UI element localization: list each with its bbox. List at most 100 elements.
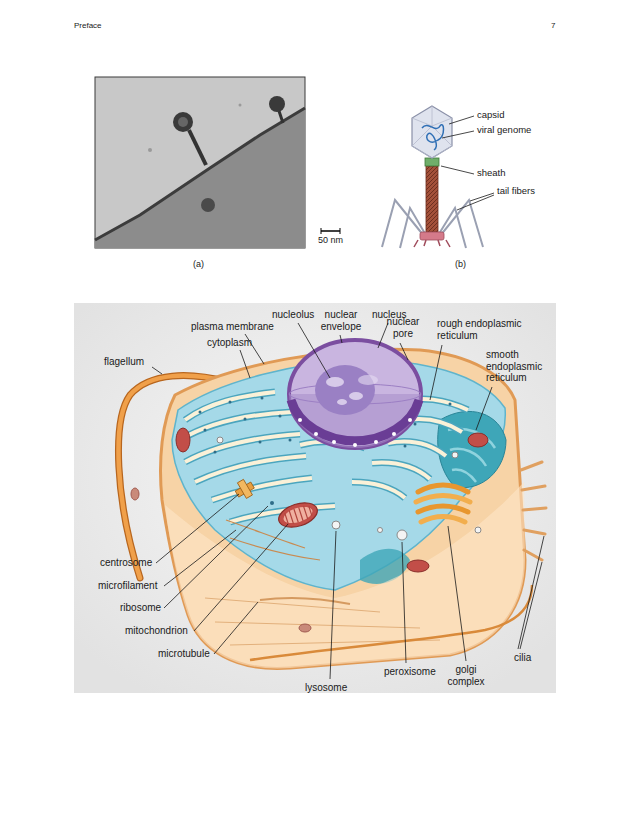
- cell-front-face: [165, 482, 525, 668]
- part-label: tail fibers: [497, 186, 535, 197]
- bacteriophage: [437, 208, 466, 248]
- ribosome-dots: [449, 403, 452, 406]
- ribosome-dots: [259, 441, 262, 444]
- nucleus-drawing: [298, 418, 302, 422]
- panel-letter: (a): [193, 259, 204, 269]
- bacteriophage: [412, 106, 452, 158]
- vesicles: [397, 530, 407, 540]
- leader-line: [449, 116, 474, 124]
- leader-line: [330, 531, 336, 679]
- vesicles: [217, 437, 223, 443]
- ribosome-dots: [199, 411, 202, 414]
- mitochondria: [176, 428, 190, 452]
- endoplasmic-reticulum: [388, 442, 446, 456]
- ribosome-dots: [214, 451, 217, 454]
- bacteriophage: [422, 125, 444, 150]
- micrograph: [95, 77, 305, 248]
- leader-line: [152, 116, 544, 679]
- part-label: smooth endoplasmic reticulum: [486, 349, 550, 384]
- page-number: 7: [551, 21, 555, 30]
- leader-line: [214, 602, 258, 654]
- cell-front-face: [165, 482, 525, 668]
- mitochondria: [131, 428, 488, 632]
- part-label: centrosome: [100, 557, 152, 569]
- nucleus-drawing: [314, 432, 318, 436]
- ribosome-dots: [270, 501, 274, 505]
- micrograph: [95, 77, 305, 248]
- scale-bar: [321, 230, 340, 232]
- centrosome-drawing: [232, 477, 257, 502]
- golgi-complex-drawing: [421, 517, 465, 523]
- leader-line: [378, 323, 388, 348]
- part-label: lysosome: [305, 682, 347, 694]
- micrograph: [148, 148, 152, 152]
- micrograph: [189, 130, 206, 165]
- part-label: plasma membrane: [191, 321, 274, 333]
- bacteriophage: [400, 208, 427, 248]
- mitochondria: [282, 504, 315, 527]
- endoplasmic-reticulum: [372, 463, 430, 479]
- cell-body: [161, 349, 525, 668]
- micrograph: [269, 96, 285, 112]
- scale-label: 50 nm: [318, 235, 343, 245]
- leader-line: [164, 506, 268, 608]
- bacteriophage: [425, 158, 439, 166]
- endoplasmic-reticulum: [372, 463, 430, 479]
- ribosome-dots: [289, 439, 292, 442]
- vesicles: [217, 437, 481, 540]
- leader-line: [340, 335, 342, 343]
- vesicles: [475, 527, 481, 533]
- microfilament-lines: [230, 538, 320, 560]
- ribosome-dots: [261, 397, 264, 400]
- part-label: microtubule: [158, 648, 210, 660]
- centrosome-drawing: [237, 479, 252, 498]
- nucleus-drawing: [337, 399, 347, 405]
- vesicles: [332, 521, 340, 529]
- panel-letter: (b): [455, 259, 466, 269]
- leader-line: [430, 345, 442, 400]
- part-label: flagellum: [104, 356, 144, 368]
- golgi-complex-drawing: [418, 485, 468, 492]
- leader-line: [441, 166, 474, 174]
- leader-line: [156, 494, 239, 563]
- leader-line: [152, 367, 162, 374]
- bacteriophage: [412, 106, 452, 158]
- ribosome-dots: [414, 423, 417, 426]
- scale-bar: [321, 228, 340, 234]
- nucleus-drawing: [326, 377, 344, 387]
- nucleus-drawing: [374, 440, 378, 444]
- endoplasmic-reticulum: [212, 478, 312, 500]
- endoplasmic-reticulum: [212, 478, 312, 500]
- bacteriophage: [420, 232, 444, 240]
- microtubule-line: [260, 598, 350, 604]
- leader-line: [240, 350, 250, 378]
- mitochondria: [131, 488, 139, 500]
- cell-panel: [74, 303, 556, 693]
- nucleus-drawing: [289, 340, 421, 448]
- nucleus-drawing: [353, 443, 357, 447]
- endoplasmic-reticulum: [180, 392, 468, 522]
- part-label: cytoplasm: [207, 337, 252, 349]
- vesicles: [378, 528, 383, 533]
- micrograph: [178, 117, 188, 127]
- part-label: nucleolus: [272, 309, 314, 321]
- running-header: Preface: [74, 21, 102, 30]
- golgi-complex-drawing: [418, 506, 468, 512]
- scale-bar: [321, 228, 340, 234]
- mitochondria: [276, 498, 321, 531]
- vesicles: [452, 452, 458, 458]
- mitochondria: [407, 560, 429, 572]
- ribosome-dots: [229, 401, 232, 404]
- bacteriophage: [382, 106, 483, 248]
- bacteriophage: [414, 240, 450, 247]
- leader-line: [476, 387, 492, 430]
- nucleus-drawing: [349, 392, 363, 400]
- micrograph: [239, 104, 242, 107]
- endoplasmic-reticulum: [352, 482, 405, 498]
- cell-panel: [74, 303, 556, 693]
- golgi-complex-drawing: [416, 496, 470, 503]
- nucleus-drawing: [289, 340, 421, 448]
- part-label: viral genome: [477, 125, 531, 136]
- nucleus-drawing: [408, 418, 412, 422]
